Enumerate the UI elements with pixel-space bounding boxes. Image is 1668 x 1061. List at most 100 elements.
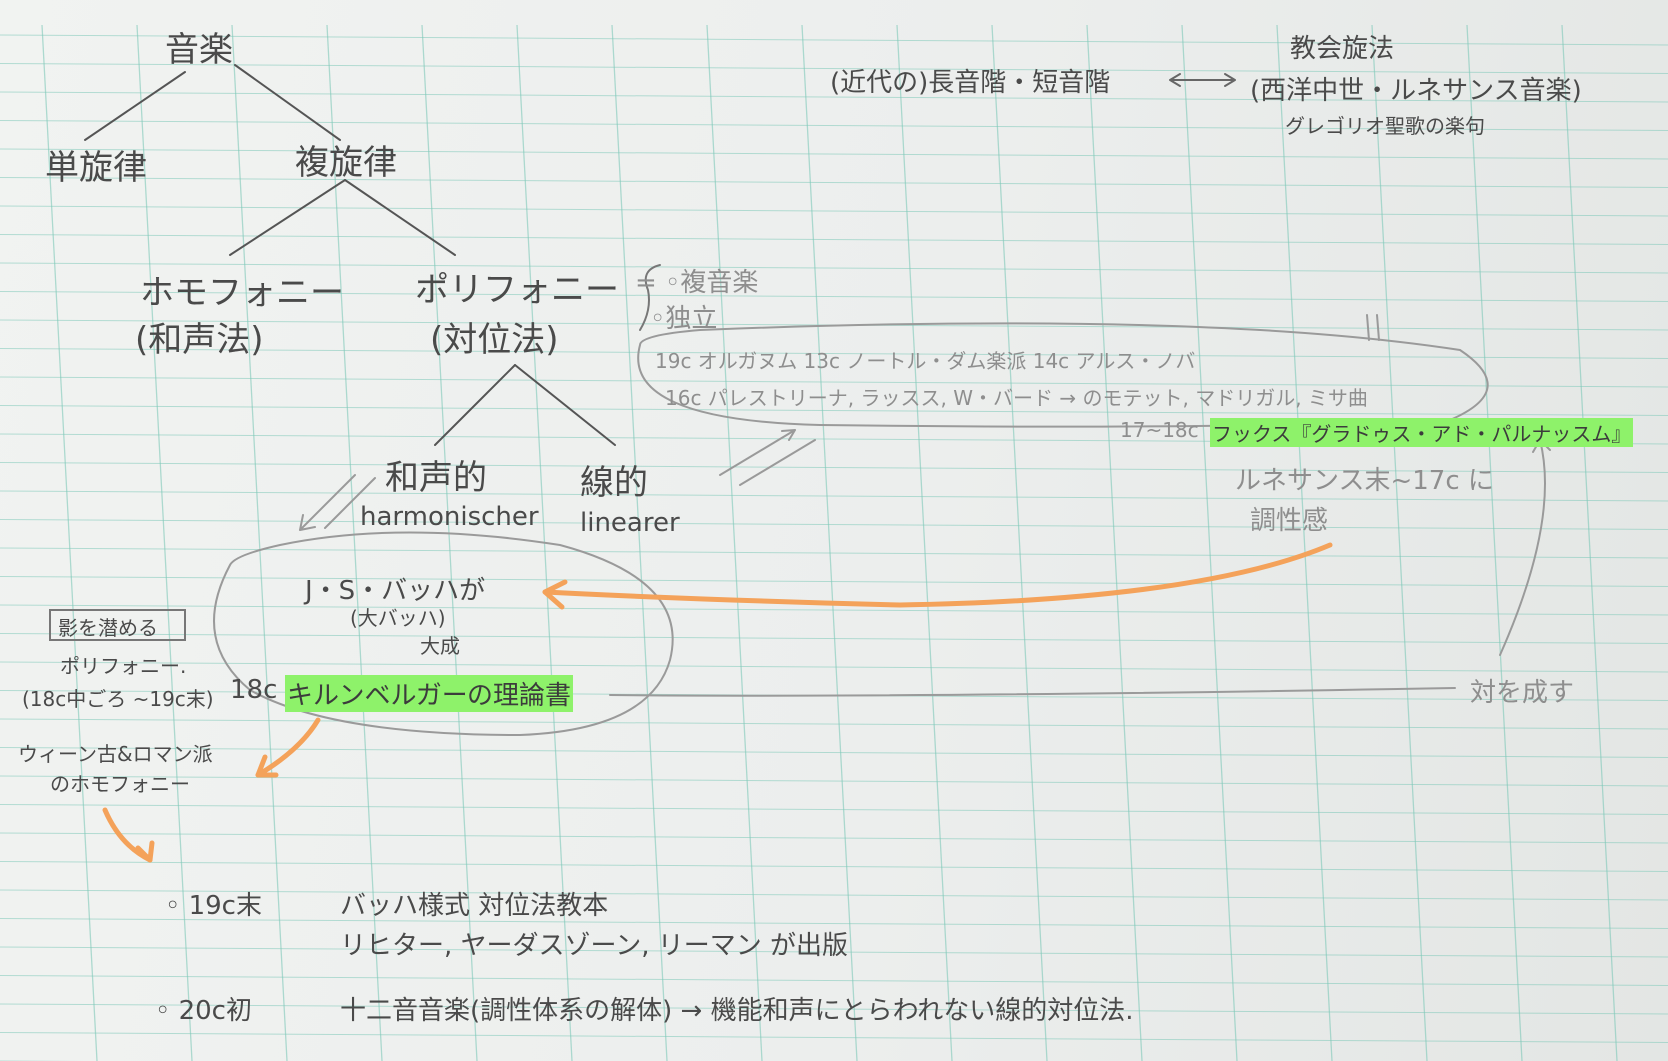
label-waseiteki: 和声的	[385, 458, 487, 498]
grid-horizontal-line	[0, 547, 1668, 559]
grid-horizontal-line	[0, 918, 1668, 929]
label-ongaku: 音楽	[165, 30, 233, 70]
label-poly-note1: = ◦複音楽	[635, 268, 759, 298]
grid-horizontal-line	[0, 120, 1668, 131]
row-17-18c: 17~18c	[1120, 418, 1199, 442]
label-taisei: 大成	[420, 634, 460, 658]
grid-horizontal-line	[0, 604, 1668, 616]
loop-upper	[637, 322, 1489, 428]
grid-horizontal-line	[0, 462, 1668, 473]
grid-horizontal-line	[0, 946, 1668, 958]
label-homophony-small: のホモフォニー	[50, 772, 190, 796]
label-renaissance-end: ルネサンス末~17c に	[1235, 466, 1494, 496]
grid-horizontal-line	[0, 747, 1668, 758]
label-gregorian: グレゴリオ聖歌の楽句	[1285, 114, 1485, 138]
grid-vertical-line	[41, 24, 98, 1061]
grid-horizontal-line	[0, 34, 1668, 46]
label-kyokai-senpo: 教会旋法	[1290, 34, 1395, 64]
grid-vertical-line	[991, 24, 1048, 1061]
grid-horizontal-line	[0, 775, 1668, 787]
arrow-waseiteki	[299, 474, 356, 531]
orange-arrow-chousei-bach	[542, 542, 1333, 608]
grid-vertical-line	[801, 24, 858, 1061]
label-homophony: ホモフォニー	[140, 273, 344, 313]
label-fukusenritsu: 複旋律	[295, 143, 397, 183]
grid-vertical-line	[706, 24, 763, 1061]
orange-arrow-kirn-shadow	[255, 717, 321, 778]
grid-horizontal-line	[0, 262, 1668, 274]
grid-horizontal-line	[0, 1003, 1668, 1015]
label-authors: リヒター, ヤーダスゾーン, リーマン が出版	[340, 931, 849, 961]
grid-horizontal-line	[0, 291, 1668, 302]
brace	[639, 264, 661, 331]
label-bach-style: バッハ様式 対位法教本	[340, 891, 609, 921]
grid-horizontal-line	[0, 661, 1668, 673]
label-vienna: ウィーン古&ロマン派	[18, 742, 213, 766]
orange-arrowhead-end	[135, 840, 155, 863]
highlight-riron: の理論書	[465, 675, 574, 712]
label-end19: ◦ 19c末	[165, 891, 262, 921]
grid-horizontal-line	[0, 63, 1668, 74]
label-western-medieval: (西洋中世・ルネサンス音楽)	[1250, 76, 1582, 106]
highlight-kirnberger: キルンベルガー	[285, 675, 470, 712]
label-18c: 18c	[230, 675, 278, 705]
grid-vertical-line	[1371, 24, 1428, 1061]
line-tsui-fux	[1499, 436, 1551, 656]
grid-vertical-line	[1466, 24, 1523, 1061]
grid-horizontal-line	[0, 861, 1668, 872]
highlight-fux: フックス『グラドゥス・アド・パルナッスム』	[1210, 418, 1634, 447]
label-linearer: linearer	[580, 508, 680, 538]
label-waseihou: (和声法)	[135, 320, 264, 360]
box-shadow	[49, 609, 186, 641]
arrow-modern-church	[1169, 73, 1236, 87]
label-chouseikan: 調性感	[1250, 506, 1329, 536]
arrow-senteki-2	[739, 439, 816, 486]
branch-fuku-right	[344, 179, 456, 256]
grid-horizontal-line	[0, 832, 1668, 844]
grid-horizontal-line	[0, 490, 1668, 502]
grid-vertical-line	[421, 24, 478, 1061]
grid-vertical-line	[896, 24, 953, 1061]
grid-vertical-line	[326, 24, 383, 1061]
row-16c: 16c パレストリーナ, ラッスス, W・バード → のモテット, マドリガル,…	[665, 386, 1368, 410]
label-bach: J・S・バッハが	[305, 576, 486, 606]
grid-horizontal-line	[0, 718, 1668, 730]
label-poly-small: ポリフォニー.	[60, 654, 187, 678]
equals-bar-1	[1366, 314, 1370, 341]
grid-horizontal-line	[0, 376, 1668, 388]
loop-bach	[213, 531, 674, 737]
label-twelve: 十二音音楽(調性体系の解体) → 機能和声にとらわれない線的対位法.	[340, 996, 1134, 1026]
orange-arrowhead-bach	[542, 579, 568, 610]
grid-vertical-line	[1561, 24, 1618, 1061]
grid-horizontal-line	[0, 91, 1668, 103]
label-tsui: 対を成す	[1470, 678, 1575, 708]
label-taiihou: (対位法)	[430, 320, 559, 360]
grid-horizontal-line	[0, 148, 1668, 160]
grid-horizontal-line	[0, 405, 1668, 416]
grid-vertical-line	[1276, 24, 1333, 1061]
grid-horizontal-line	[0, 205, 1668, 217]
branch-poly-left	[434, 364, 516, 446]
branch-ongaku-left	[84, 71, 186, 141]
label-early20: ◦ 20c初	[155, 996, 252, 1026]
label-harmonischer: harmonischer	[360, 502, 539, 532]
grid-horizontal-line	[0, 975, 1668, 986]
label-senteki: 線的	[580, 463, 648, 503]
arrow-waseiteki-2	[324, 477, 376, 529]
grid-horizontal-line	[0, 804, 1668, 815]
row-19c: 19c オルガヌム 13c ノートル・ダム楽派 14c アルス・ノバ	[655, 349, 1196, 373]
label-period: (18c中ごろ ~19c末)	[22, 687, 214, 711]
equals-bar-2	[1376, 314, 1380, 341]
label-polyphony: ポリフォニー	[415, 270, 619, 310]
label-modern-scales: (近代の)長音階・短音階	[830, 68, 1111, 98]
label-poly-note2: ◦独立	[650, 304, 718, 334]
grid-horizontal-line	[0, 576, 1668, 587]
grid-vertical-line	[1181, 24, 1238, 1061]
label-tansenritsu: 単旋律	[45, 148, 147, 188]
grid-horizontal-line	[0, 234, 1668, 245]
branch-ongaku-right	[234, 64, 341, 141]
orange-arrowhead-shadow	[255, 754, 279, 778]
